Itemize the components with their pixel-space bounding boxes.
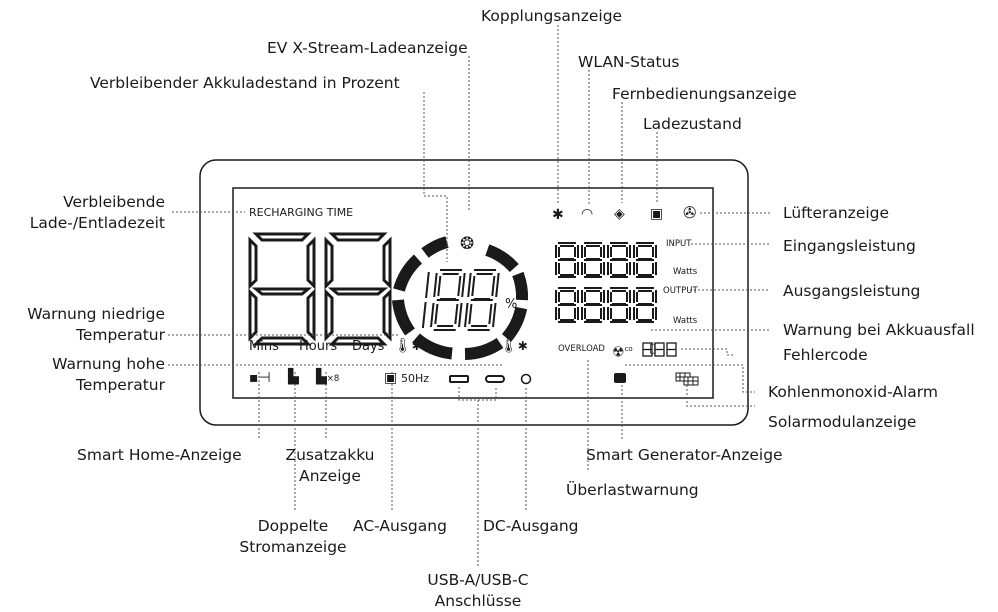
high-temp-icon: 🌡︎✱ <box>500 338 528 354</box>
callout-hoch-line1: Warnung hohe <box>52 355 165 373</box>
callout-niedrig-line1: Warnung niedrige <box>27 305 165 323</box>
solar-shape <box>675 372 699 386</box>
generator-shape <box>614 373 626 383</box>
callout-ev-xstream: EV X-Stream-Ladeanzeige <box>267 39 468 57</box>
callout-luefter: Lüfteranzeige <box>783 204 890 222</box>
callout-doppelt: Doppelte Stromanzeige <box>218 516 368 558</box>
percent-sign: % <box>505 297 518 312</box>
battery-fail-icon: ▯ <box>649 341 657 356</box>
callout-niedrig-line2: Temperatur <box>76 326 165 344</box>
error-code-digits <box>642 342 677 357</box>
ac-outlet-icon: ▣ <box>384 370 398 386</box>
device-frame <box>199 159 749 426</box>
callout-doppelt-line1: Doppelte <box>257 517 329 535</box>
mins-label: Mins <box>249 339 279 354</box>
callout-smart-home: Smart Home-Anzeige <box>77 446 242 464</box>
callout-zusatz: Zusatzakku Anzeige <box>280 445 380 487</box>
smart-home-icon: ▪⊣ <box>249 370 271 386</box>
callout-usb-line1: USB-A/USB-C <box>427 571 529 589</box>
callout-ladezeit: Verbleibende Lade-/Entladezeit <box>10 192 165 234</box>
bluetooth-icon: ✱ <box>552 207 564 223</box>
ev-xstream-icon: ❂ <box>460 234 475 254</box>
co-label: co <box>624 345 633 353</box>
callout-kopplung: Kopplungsanzeige <box>481 7 623 25</box>
callout-ladezeit-line1: Verbleibende <box>63 193 165 211</box>
callout-eingang: Eingangsleistung <box>783 237 916 255</box>
callout-niedrig: Warnung niedrige Temperatur <box>0 304 165 346</box>
low-temp-icon: 🌡︎✱ <box>394 338 422 354</box>
times8-label: ×8 <box>326 374 340 384</box>
callout-fehlercode: Fehlercode <box>783 346 868 364</box>
callout-hoch: Warnung hohe Temperatur <box>0 354 165 396</box>
hours-label: Hours <box>299 339 338 354</box>
days-label: Days <box>352 339 385 354</box>
callout-usb: USB-A/USB-C Anschlüsse <box>398 570 558 612</box>
callout-akkuausfall: Warnung bei Akkuausfall <box>783 321 975 339</box>
callout-doppelt-line2: Stromanzeige <box>239 538 347 556</box>
overload-label: OVERLOAD <box>558 344 605 354</box>
input-digits <box>555 242 657 278</box>
co-alarm-icon: ☢co <box>612 344 633 361</box>
hz-label: 50Hz <box>401 372 430 385</box>
watts-label-2: Watts <box>673 316 698 326</box>
watts-label-1: Watts <box>673 267 698 277</box>
callout-dc: DC-Ausgang <box>483 517 579 535</box>
callout-akku-prozent: Verbleibender Akkuladestand in Prozent <box>90 74 400 92</box>
usb-c-shape <box>485 375 505 383</box>
output-digits <box>555 287 657 323</box>
fan-icon: ✇ <box>683 203 697 222</box>
callout-ladezeit-line2: Lade-/Entladezeit <box>29 214 165 232</box>
leader-lines <box>168 25 770 567</box>
dc-shape <box>520 373 532 385</box>
callout-usb-line2: Anschlüsse <box>434 592 522 610</box>
callout-ladezustand: Ladezustand <box>643 115 742 133</box>
time-digits <box>248 232 392 346</box>
input-label: INPUT <box>666 239 692 249</box>
charging-icon: ▣ <box>650 206 664 222</box>
callout-ueberlast: Überlastwarnung <box>566 481 699 499</box>
recharging-time-label: RECHARGING TIME <box>249 206 354 219</box>
callout-ac: AC-Ausgang <box>353 517 447 535</box>
wifi-icon: ◠ <box>581 206 594 222</box>
callout-smart-gen: Smart Generator-Anzeige <box>586 446 783 464</box>
callout-hoch-line2: Temperatur <box>76 376 165 394</box>
callout-co-alarm: Kohlenmonoxid-Alarm <box>768 383 938 401</box>
callout-ausgang: Ausgangsleistung <box>783 282 921 300</box>
callout-zusatz-line1: Zusatzakku <box>285 446 375 464</box>
usb-a-shape <box>449 375 469 383</box>
percent-digits <box>421 269 500 331</box>
dual-power-icon: ▙ <box>288 369 299 385</box>
callout-wlan: WLAN-Status <box>578 53 680 71</box>
output-label: OUTPUT <box>663 286 698 296</box>
callout-fernbedienung: Fernbedienungsanzeige <box>612 85 797 103</box>
extra-battery-icon: ▙×8 <box>316 369 340 385</box>
callout-solar: Solarmodulanzeige <box>768 413 917 431</box>
callout-zusatz-line2: Anzeige <box>299 467 361 485</box>
lcd-area <box>232 187 714 399</box>
remote-icon: ◈ <box>614 206 625 222</box>
